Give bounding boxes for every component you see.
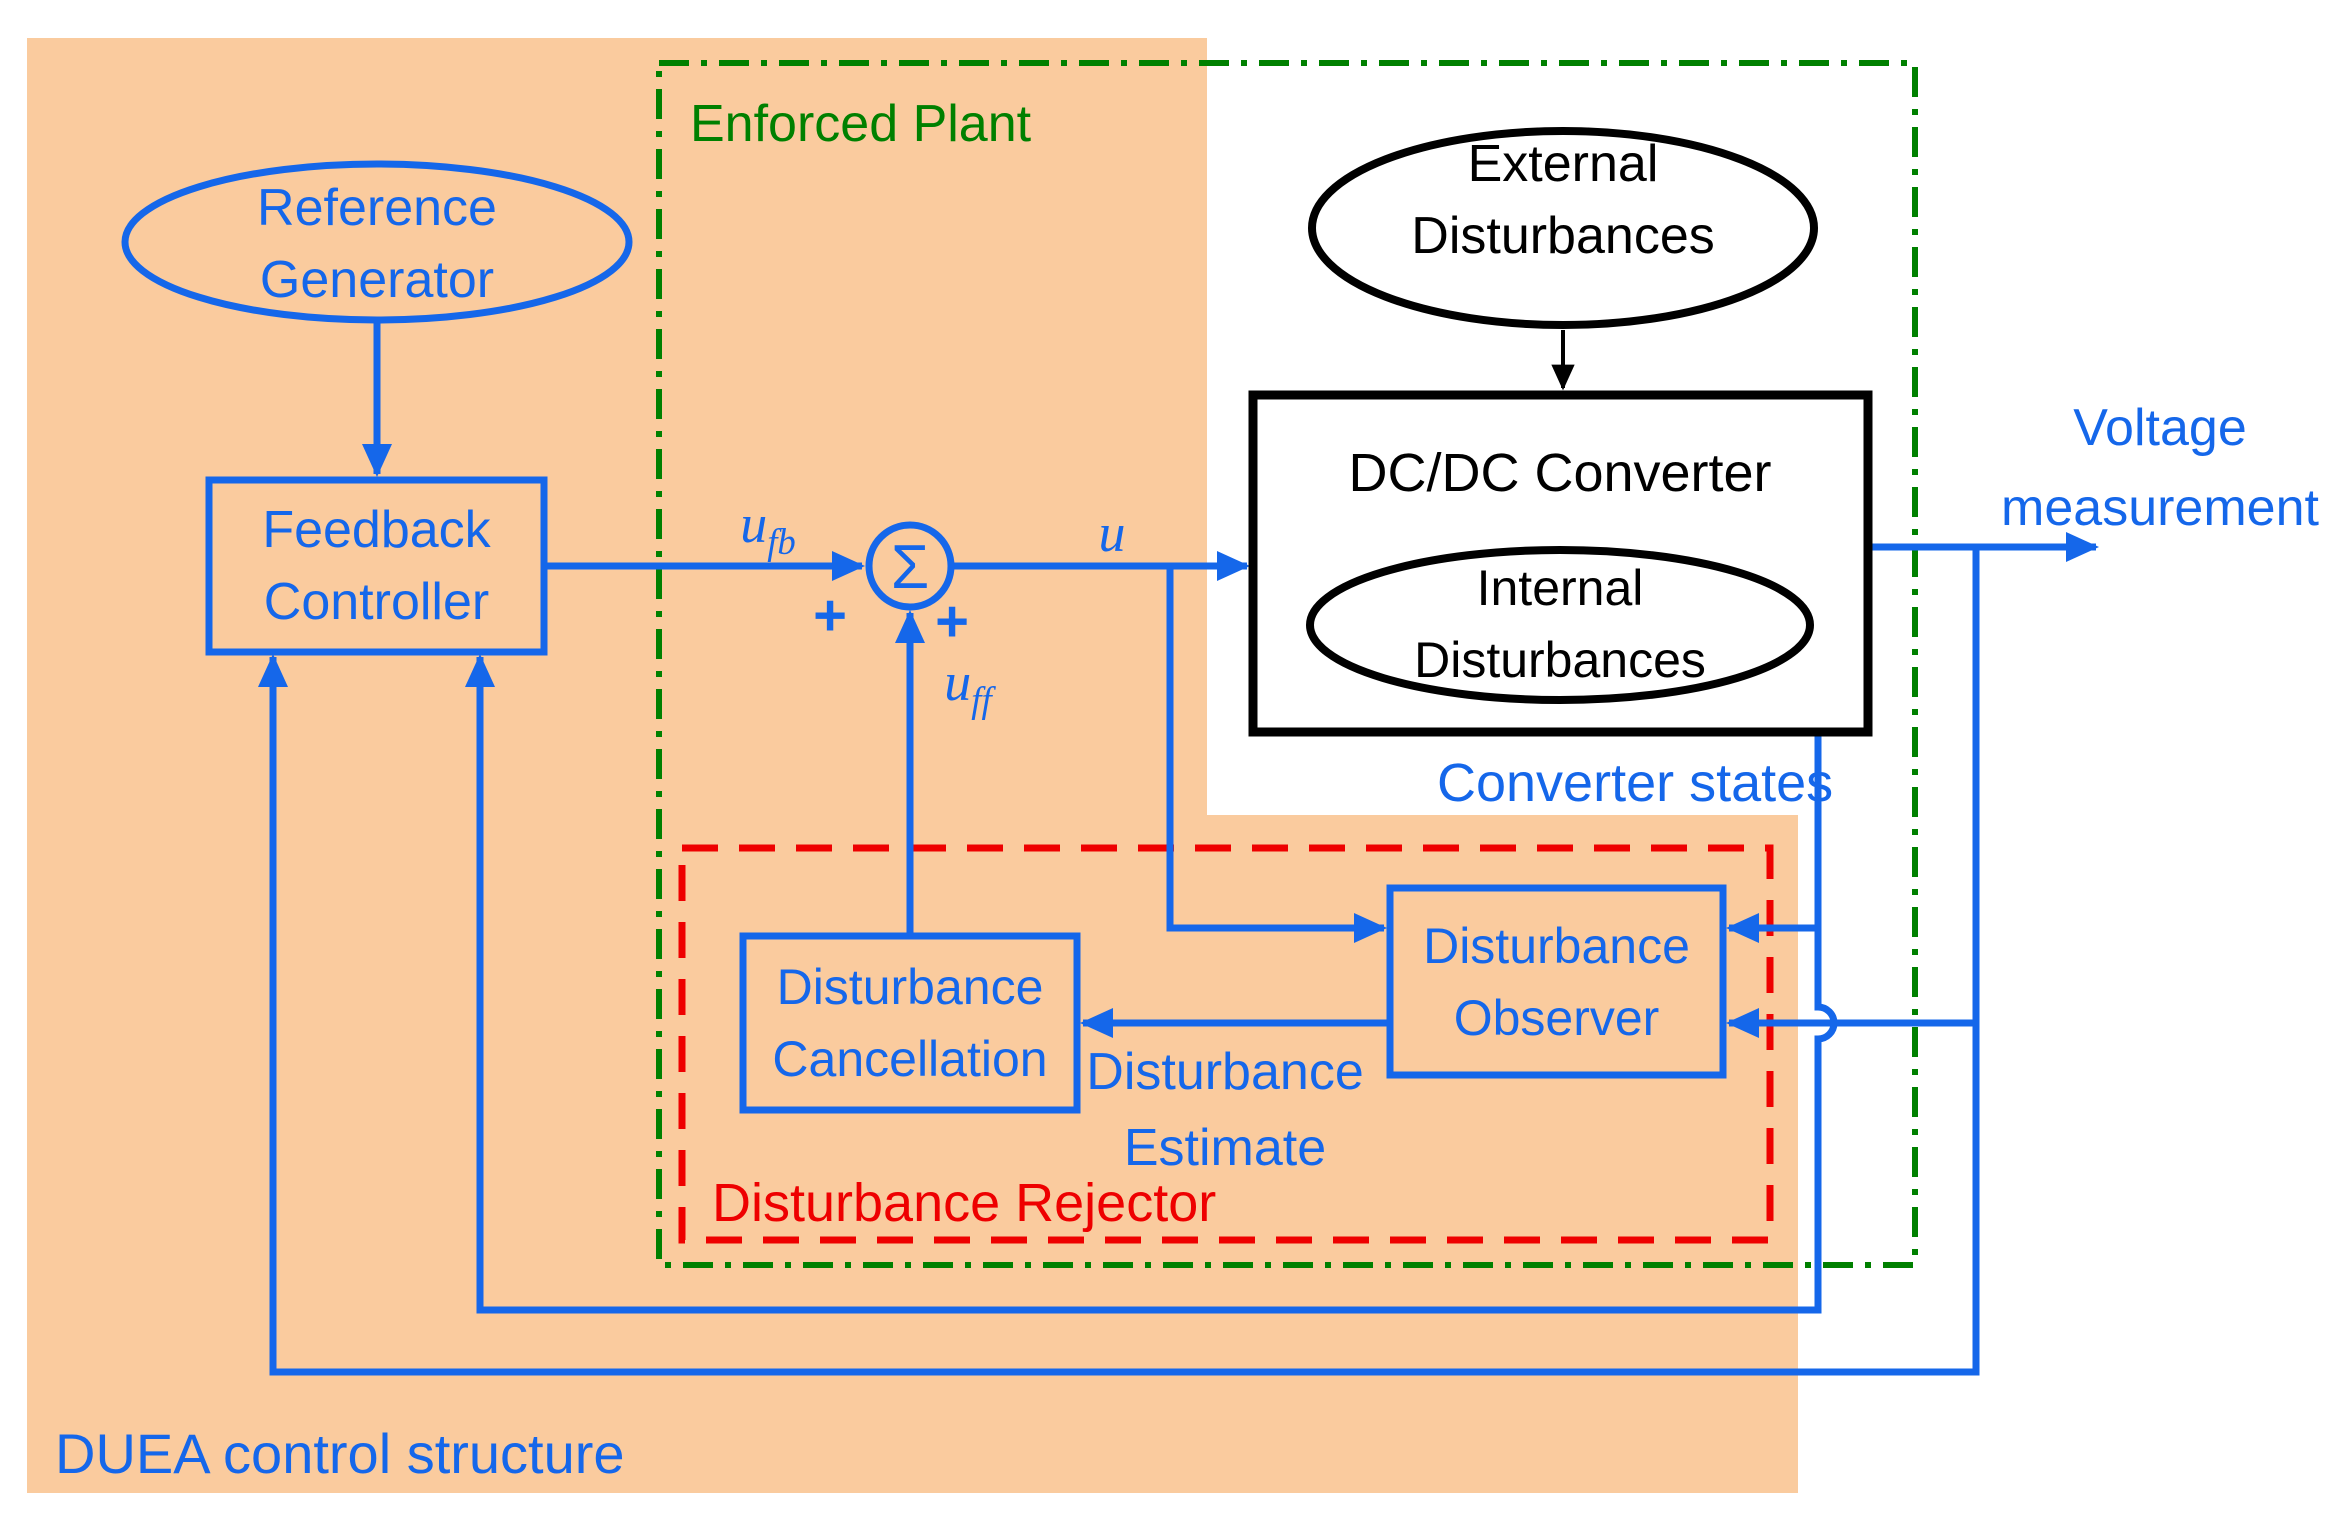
feedback-controller-label: Feedback Controller: [209, 480, 544, 652]
disturbance-cancellation-line2: Cancellation: [772, 1031, 1048, 1087]
connector-voltage-feedback-to-controller: [258, 547, 1980, 1376]
reference-generator-line2: Generator: [259, 251, 495, 309]
disturbance-rejector-boundary: [678, 844, 1774, 1244]
disturbance-estimate-line2: Estimate: [1123, 1119, 1327, 1177]
feedback-controller-box: [205, 476, 548, 656]
disturbance-observer-line1: Disturbance: [1423, 917, 1690, 974]
dcdc-converter-label: DC/DC Converter: [1348, 443, 1772, 503]
converter-states-label: Converter states: [1437, 753, 1834, 813]
external-disturbances-line2: Disturbances: [1411, 207, 1715, 265]
disturbance-observer-box: [1386, 884, 1727, 1079]
reference-generator-label: Reference Generator: [257, 172, 497, 316]
voltage-measurement-line1: Voltage: [2073, 399, 2247, 457]
u-ff-label: uff: [944, 651, 991, 721]
u-ff-base: u: [944, 652, 972, 713]
disturbance-observer-line2: Observer: [1453, 989, 1660, 1046]
enforced-plant-label: Enforced Plant: [690, 95, 1032, 153]
feedback-controller-line1: Feedback: [262, 501, 491, 559]
reference-generator-ellipse: [121, 160, 633, 324]
internal-disturbances-line1: Internal: [1476, 560, 1644, 616]
plus-sign-feedforward: +: [935, 589, 969, 654]
sigma-symbol: Σ: [890, 533, 930, 602]
u-label: u: [1099, 502, 1126, 564]
enforced-plant-boundary: [656, 60, 1918, 1268]
voltage-measurement-line2: measurement: [2001, 479, 2319, 537]
duea-control-structure-label: DUEA control structure: [55, 1422, 625, 1485]
disturbance-observer-label: Disturbance Observer: [1390, 888, 1723, 1075]
internal-disturbances-line2: Disturbances: [1414, 632, 1706, 688]
u-base: u: [1098, 503, 1126, 563]
external-disturbances-line1: External: [1467, 135, 1659, 193]
reference-generator-line1: Reference: [257, 179, 497, 237]
u-fb-base: u: [740, 494, 768, 555]
u-fb-sub: fb: [767, 520, 796, 562]
u-ff-sub: ff: [971, 678, 992, 720]
external-disturbances-label: External Disturbances: [1411, 128, 1714, 272]
u-fb-label: ufb: [740, 493, 796, 563]
disturbance-estimate-label: Disturbance Estimate: [1086, 1034, 1363, 1186]
disturbance-estimate-line1: Disturbance: [1086, 1043, 1364, 1101]
feedback-controller-line2: Controller: [263, 573, 490, 631]
internal-disturbances-label: Internal Disturbances: [1414, 552, 1706, 696]
summing-junction-circle: [865, 521, 955, 611]
disturbance-rejector-label: Disturbance Rejector: [712, 1173, 1217, 1233]
disturbance-cancellation-box: [739, 932, 1081, 1114]
disturbance-cancellation-label: Disturbance Cancellation: [743, 936, 1077, 1110]
connector-u-branch-to-observer: [1166, 566, 1387, 943]
disturbance-cancellation-line1: Disturbance: [776, 959, 1044, 1015]
voltage-measurement-label: Voltage measurement: [2001, 388, 2319, 548]
internal-disturbances-ellipse: [1306, 546, 1814, 704]
external-disturbances-ellipse: [1308, 127, 1818, 329]
plus-sign-feedback: +: [813, 583, 847, 648]
